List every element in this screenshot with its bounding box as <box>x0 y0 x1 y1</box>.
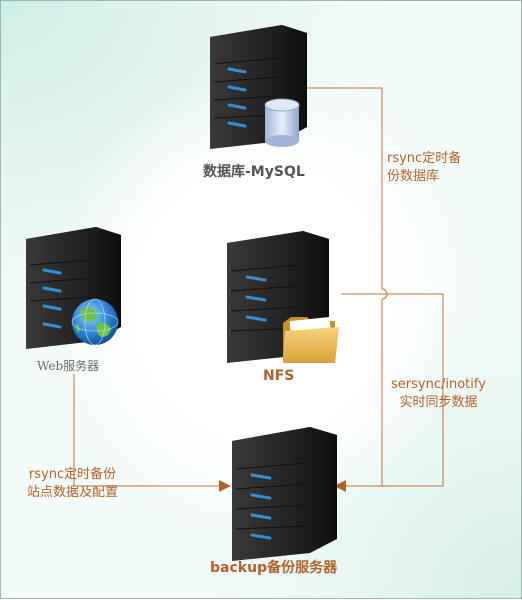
edge-label-mysql-backup: rsync定时备 份数据库 <box>387 150 461 186</box>
edge-label-line: 站点数据及配置 <box>27 485 119 500</box>
edge-label-line: rsync定时备 <box>387 151 462 166</box>
backup-server-label: backup备份服务器 <box>210 560 338 576</box>
edge-label-web-backup: rsync定时备份 站点数据及配置 <box>27 466 118 502</box>
backup-server-icon <box>232 427 337 561</box>
connector-web-to-backup <box>73 374 219 487</box>
globe-icon <box>71 298 119 346</box>
web-server-label: Web服务器 <box>37 359 100 373</box>
mysql-server-label: 数据库-MySQL <box>203 164 305 180</box>
connector-nfs-to-backup <box>341 293 444 487</box>
database-cylinder-icon <box>264 98 300 147</box>
nfs-server-label: NFS <box>263 368 295 384</box>
edge-label-line: sersync/inotify <box>391 377 486 392</box>
arrowhead-left <box>334 480 346 492</box>
edge-label-line: 实时同步数据 <box>399 395 478 410</box>
edge-label-line: rsync定时备份 <box>28 467 117 482</box>
arrowhead-right <box>219 480 231 492</box>
edge-label-nfs-backup: sersync/inotify 实时同步数据 <box>391 376 486 412</box>
mysql-server-icon <box>210 25 307 149</box>
edge-label-line: 份数据库 <box>387 169 440 184</box>
folder-icon <box>283 316 339 363</box>
